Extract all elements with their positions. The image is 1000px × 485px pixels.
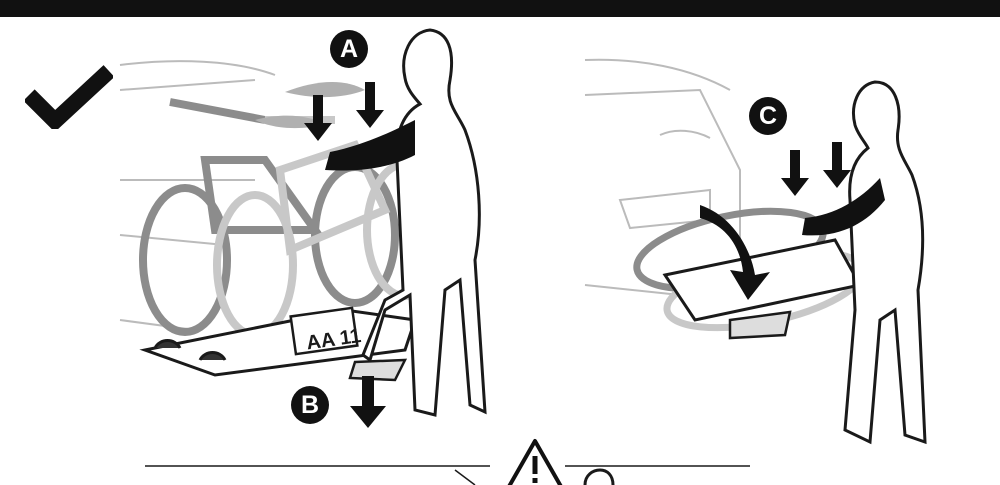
checkmark-icon [25, 65, 113, 129]
person-figure [843, 80, 927, 445]
step-marker-a: A [330, 30, 368, 68]
car-rear-outline [119, 60, 276, 331]
right-illustration [584, 58, 927, 445]
step-marker-c: C [749, 97, 787, 135]
step-marker-b: B [291, 386, 329, 424]
person-arm [802, 178, 885, 236]
step-b-label: B [300, 391, 320, 419]
foot-pedal [348, 358, 408, 382]
person-figure [361, 28, 487, 417]
down-arrow-icon [350, 376, 386, 428]
rear-bike [139, 98, 399, 336]
curved-arrow-icon [700, 205, 770, 300]
left-illustration: AA 11 [119, 28, 487, 417]
bike-carrier-rack [139, 306, 417, 382]
saddle-upper [285, 81, 365, 98]
car-rear-outline [584, 58, 741, 296]
step-c-label: C [758, 102, 778, 130]
person-arm [325, 120, 415, 171]
step-a-label: A [339, 35, 359, 63]
header-bar [0, 0, 1000, 17]
warning-divider [145, 465, 750, 485]
down-arrow-icon [304, 82, 384, 141]
warning-triangle-icon [507, 439, 563, 485]
down-arrow-icon [781, 142, 851, 196]
